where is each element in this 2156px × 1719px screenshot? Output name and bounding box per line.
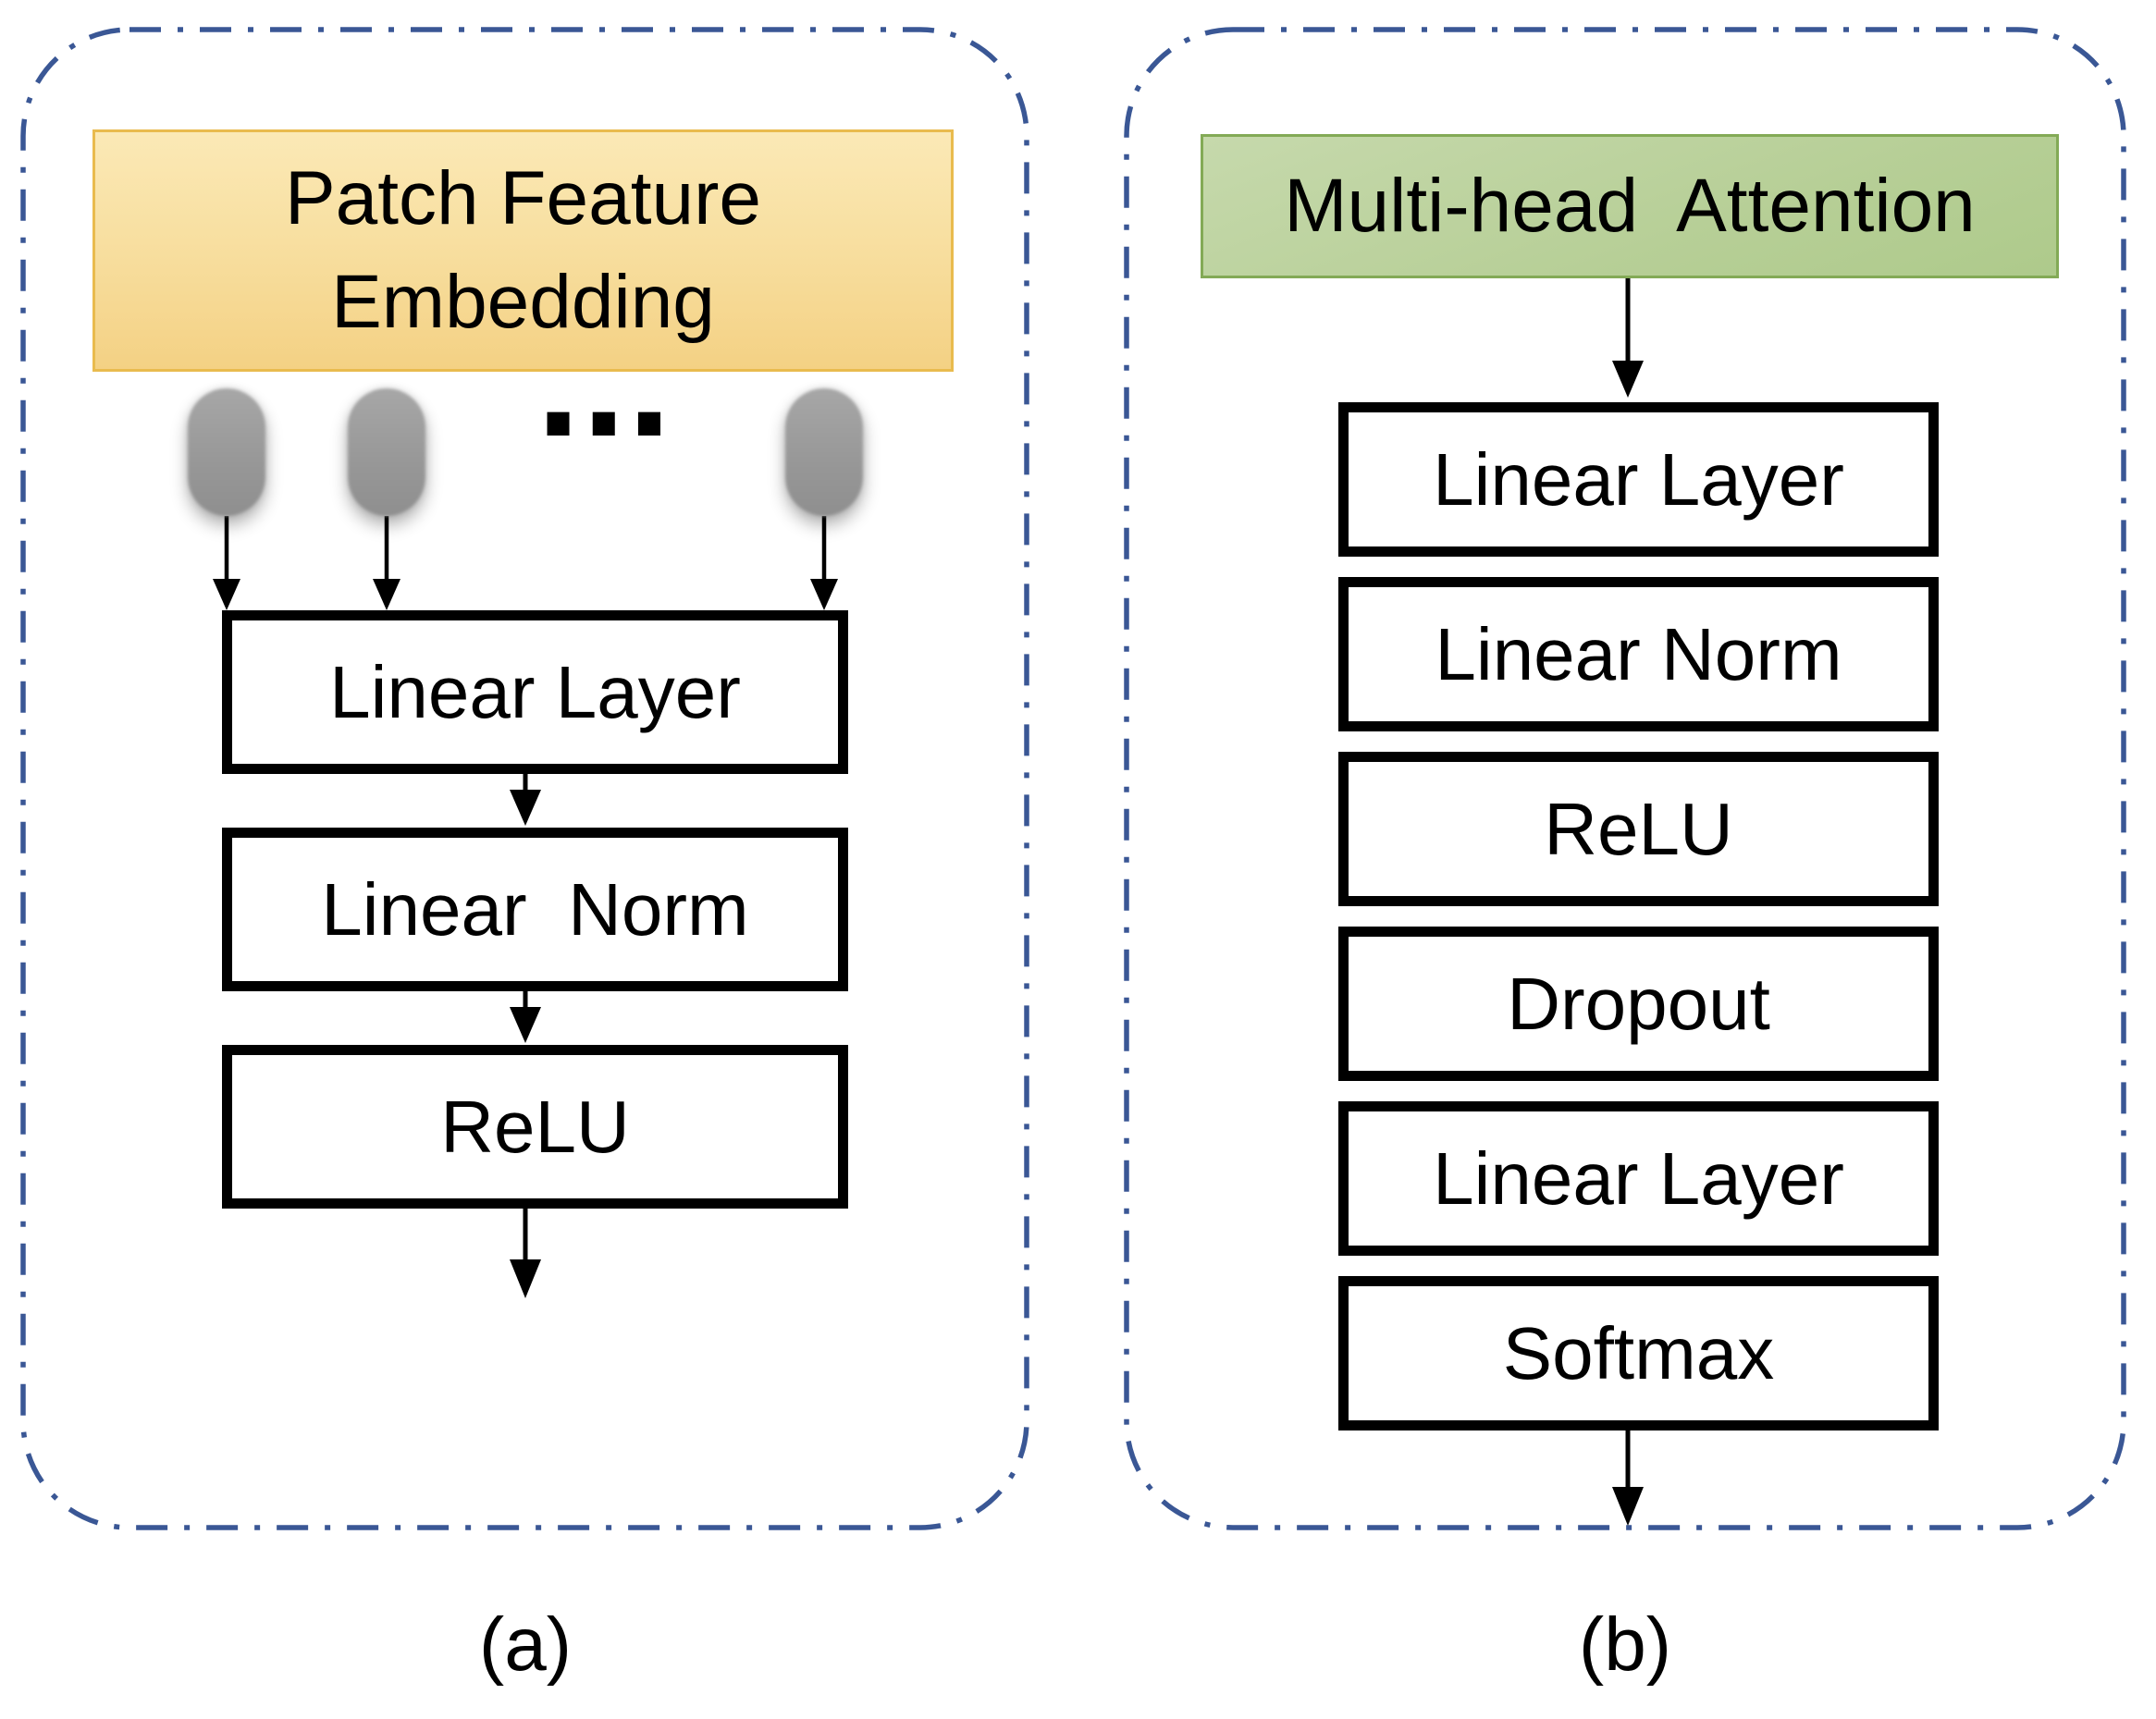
b-softmax-label: Softmax: [1502, 1311, 1775, 1394]
patch-feature-embedding-label: Patch Feature Embedding: [284, 156, 762, 344]
b-dropout-label: Dropout: [1507, 962, 1770, 1045]
b-linear-layer-1-label: Linear Layer: [1433, 437, 1844, 521]
a-linear-norm-label: Linear Norm: [321, 867, 749, 951]
token-ellipsis: ...: [536, 294, 673, 470]
b-relu-label: ReLU: [1544, 787, 1733, 870]
a-relu-box: ReLU: [222, 1045, 848, 1209]
a-relu-label: ReLU: [440, 1085, 630, 1168]
patch-token-capsule-1: [188, 388, 265, 516]
arrow-b-input: [1612, 277, 1644, 398]
a-linear-norm-box: Linear Norm: [222, 828, 848, 991]
arrow-capsule-3: [810, 516, 838, 610]
patch-token-capsule-3: [785, 388, 863, 516]
panel-a-caption: (a): [478, 1602, 573, 1687]
b-linear-norm-box: Linear Norm: [1338, 577, 1939, 731]
b-linear-norm-label: Linear Norm: [1435, 612, 1842, 695]
b-linear-layer-1-box: Linear Layer: [1338, 402, 1939, 557]
b-linear-layer-2-label: Linear Layer: [1433, 1136, 1844, 1220]
b-relu-box: ReLU: [1338, 752, 1939, 906]
patch-feature-embedding-box: Patch Feature Embedding: [92, 129, 954, 372]
multi-head-attention-label: Multi-head Attention: [1284, 164, 1976, 248]
b-softmax-box: Softmax: [1338, 1276, 1939, 1430]
arrow-capsule-2: [373, 516, 400, 610]
multi-head-attention-box: Multi-head Attention: [1201, 134, 2059, 278]
arrow-capsule-1: [213, 516, 240, 610]
b-dropout-box: Dropout: [1338, 927, 1939, 1081]
panel-b-caption: (b): [1578, 1602, 1672, 1687]
patch-token-capsule-2: [348, 388, 425, 516]
b-linear-layer-2-box: Linear Layer: [1338, 1101, 1939, 1256]
a-linear-layer-box: Linear Layer: [222, 610, 848, 774]
a-linear-layer-label: Linear Layer: [329, 650, 741, 733]
